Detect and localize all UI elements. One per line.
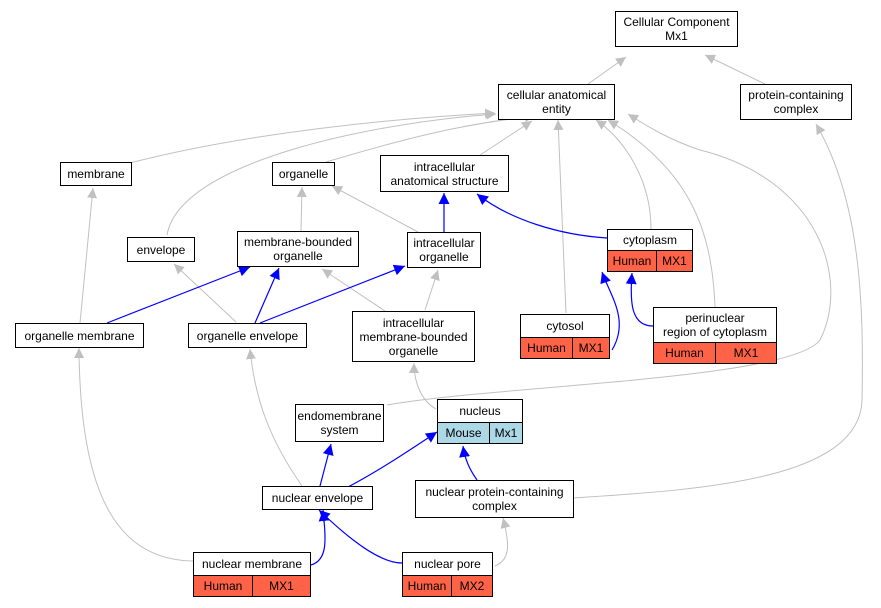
edge-cytosol-cytoplasm (600, 271, 620, 351)
edge-npc-pcc (571, 123, 863, 499)
edge-orgenv-envelope (173, 263, 237, 323)
cytoplasm-gene-cell: MX1 (656, 250, 693, 272)
nuclear-membrane-species-cell: Human (193, 575, 253, 597)
edge-imbo-io (424, 269, 440, 311)
perinuclear-species-cell: Human (653, 342, 716, 364)
edge-ne-endomembrane-blue (319, 443, 334, 487)
edge-nucleus-imbo (409, 362, 437, 410)
edge-ne-orgenv (246, 348, 303, 487)
edge-cytosol-cae (553, 119, 567, 314)
node-membrane-bounded-organelle[interactable]: membrane-bounded organelle (237, 231, 359, 267)
edge-perinuclear-cae (607, 119, 716, 308)
edge-mbo-organelle (296, 186, 307, 232)
perinuclear-gene-cell: MX1 (715, 342, 777, 364)
edge-np-npc (494, 517, 511, 567)
node-cellular-anatomical-entity[interactable]: cellular anatomical entity (498, 84, 615, 120)
node-nuclear-protein-containing-complex[interactable]: nuclear protein-containing complex (415, 480, 574, 518)
node-cytoplasm[interactable]: cytoplasm (607, 229, 693, 251)
grey-edges (74, 54, 863, 567)
edge-pcc-root (704, 54, 766, 85)
edge-np-ne (318, 509, 403, 564)
edge-perinuclear-cytoplasm (625, 272, 654, 327)
node-nuclear-envelope[interactable]: nuclear envelope (262, 486, 373, 510)
node-envelope[interactable]: envelope (127, 237, 195, 262)
node-endomembrane-system[interactable]: endomembrane system (295, 404, 384, 442)
edge-orgmem-mbo (106, 265, 251, 324)
node-protein-containing-complex[interactable]: protein-containing complex (740, 84, 852, 120)
cytoplasm-species-cell: Human (607, 250, 657, 272)
node-cellular-component-root[interactable]: Cellular Component Mx1 (615, 11, 738, 47)
node-intracellular-membrane-bounded-organelle[interactable]: intracellular membrane-bounded organelle (352, 311, 475, 362)
edge-imbo-mbo (321, 268, 386, 312)
node-organelle-membrane[interactable]: organelle membrane (15, 323, 144, 348)
cytosol-species-cell: Human (520, 337, 573, 359)
node-cytosol[interactable]: cytosol (520, 314, 610, 338)
blue-edges (106, 193, 654, 566)
node-organelle-envelope[interactable]: organelle envelope (188, 323, 307, 348)
node-nuclear-membrane[interactable]: nuclear membrane (193, 552, 311, 576)
node-membrane[interactable]: membrane (60, 162, 132, 186)
edge-ias-cae (479, 120, 533, 156)
edge-membrane-cae (129, 108, 496, 164)
edge-ne-nucleus (347, 431, 438, 488)
edge-orgenv-mbo (254, 267, 280, 324)
node-organelle[interactable]: organelle (272, 162, 335, 186)
node-nucleus[interactable]: nucleus (437, 399, 523, 423)
nuclear-membrane-gene-cell: MX1 (252, 575, 311, 597)
edge-npc-nucleus (459, 445, 478, 481)
edge-nm-ne (310, 509, 330, 566)
nucleus-species-cell: Mouse (437, 422, 490, 444)
edge-envelope-cae (166, 109, 497, 236)
edge-orgmem-membrane (79, 187, 98, 324)
edge-cytoplasm-ias (476, 193, 608, 239)
nuclear-pore-species-cell: Human (402, 575, 452, 597)
edge-nm-orgmem (74, 347, 194, 562)
edge-nucleus-cae (386, 113, 832, 406)
nucleus-gene-cell: Mx1 (489, 422, 523, 444)
nuclear-pore-gene-cell: MX2 (451, 575, 493, 597)
cytosol-gene-cell: MX1 (572, 337, 610, 359)
node-perinuclear-region-of-cytoplasm[interactable]: perinuclear region of cytoplasm (653, 307, 777, 343)
node-nuclear-pore[interactable]: nuclear pore (402, 552, 493, 576)
node-intracellular-organelle[interactable]: intracellular organelle (407, 232, 481, 268)
edge-io-organelle (331, 185, 419, 233)
edge-orgenv-io (259, 264, 406, 324)
edge-cae-root (587, 56, 627, 85)
edge-cytoplasm-cae (595, 119, 652, 230)
node-intracellular-anatomical-structure[interactable]: intracellular anatomical structure (380, 155, 509, 192)
